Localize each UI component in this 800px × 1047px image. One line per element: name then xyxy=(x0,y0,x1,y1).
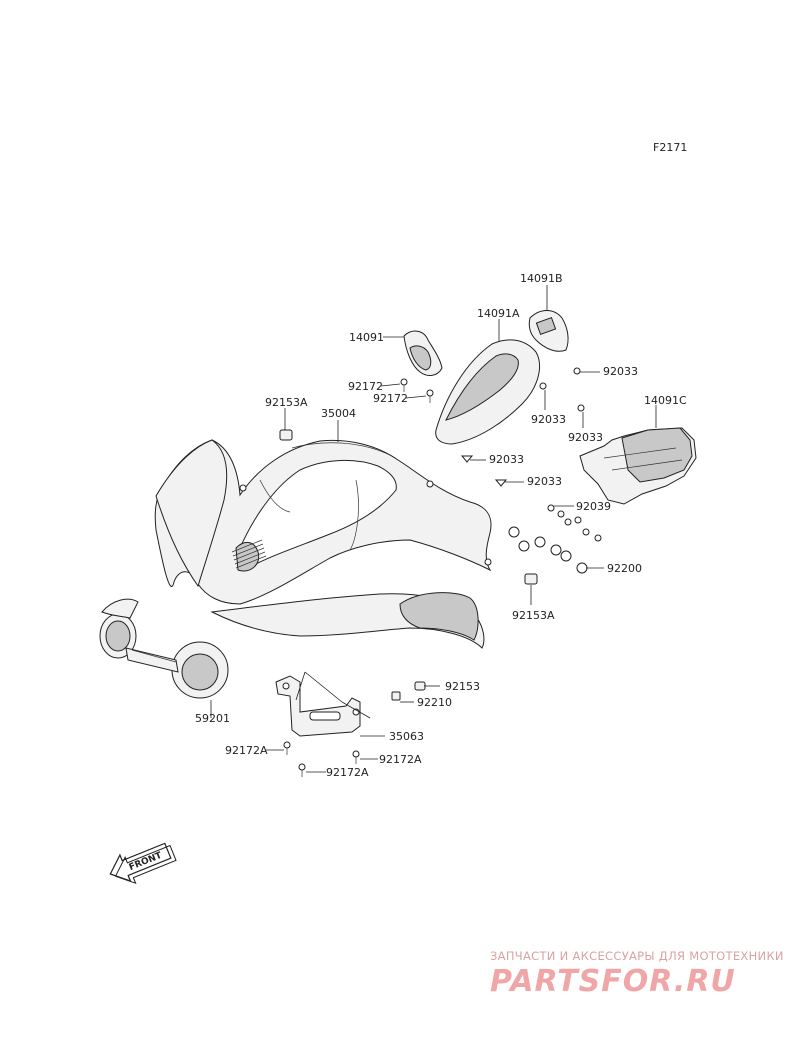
part-label-14091: 14091 xyxy=(349,331,384,344)
front-arrow: FRONT xyxy=(109,842,177,885)
part-labels: 14091B 14091A 14091 92033 92172 92172 92… xyxy=(195,272,687,779)
watermark-tagline: ЗАПЧАСТИ И АКСЕССУАРЫ ДЛЯ МОТОТЕХНИКИ xyxy=(490,949,784,963)
part-label-92153A-top: 92153A xyxy=(265,396,308,409)
part-label-92172A-1: 92172A xyxy=(225,744,268,757)
part-label-59201: 59201 xyxy=(195,712,230,725)
windscreen-drawing xyxy=(435,339,540,445)
part-label-92033-e: 92033 xyxy=(527,475,562,488)
part-label-35004: 35004 xyxy=(321,407,356,420)
part-label-14091A: 14091A xyxy=(477,307,520,320)
figure-code: F2171 xyxy=(653,141,687,154)
part-label-35063: 35063 xyxy=(389,730,424,743)
part-label-92033-c: 92033 xyxy=(568,431,603,444)
part-label-92210: 92210 xyxy=(417,696,452,709)
front-fender-drawing xyxy=(154,439,492,649)
part-label-14091B: 14091B xyxy=(520,272,563,285)
part-label-92153A-bottom: 92153A xyxy=(512,609,555,622)
cover-14091-drawing xyxy=(403,330,443,376)
bracket-14091B-drawing xyxy=(528,310,569,352)
part-label-92200: 92200 xyxy=(607,562,642,575)
part-label-14091C: 14091C xyxy=(644,394,687,407)
part-label-92033-a: 92033 xyxy=(603,365,638,378)
leader-lines xyxy=(210,285,657,773)
part-label-92033-b: 92033 xyxy=(531,413,566,426)
headlight-59201-drawing xyxy=(99,598,229,699)
fender-grille xyxy=(231,539,267,569)
part-label-92172-b: 92172 xyxy=(373,392,408,405)
part-label-92153: 92153 xyxy=(445,680,480,693)
watermark-logo: PARTSFOR.RU xyxy=(490,964,736,999)
housing-14091C-drawing xyxy=(579,427,697,505)
part-label-92033-d: 92033 xyxy=(489,453,524,466)
part-label-92039: 92039 xyxy=(576,500,611,513)
part-label-92172-a: 92172 xyxy=(348,380,383,393)
part-label-92172A-2: 92172A xyxy=(379,753,422,766)
bracket-35063-drawing xyxy=(275,675,361,737)
part-label-92172A-3: 92172A xyxy=(326,766,369,779)
